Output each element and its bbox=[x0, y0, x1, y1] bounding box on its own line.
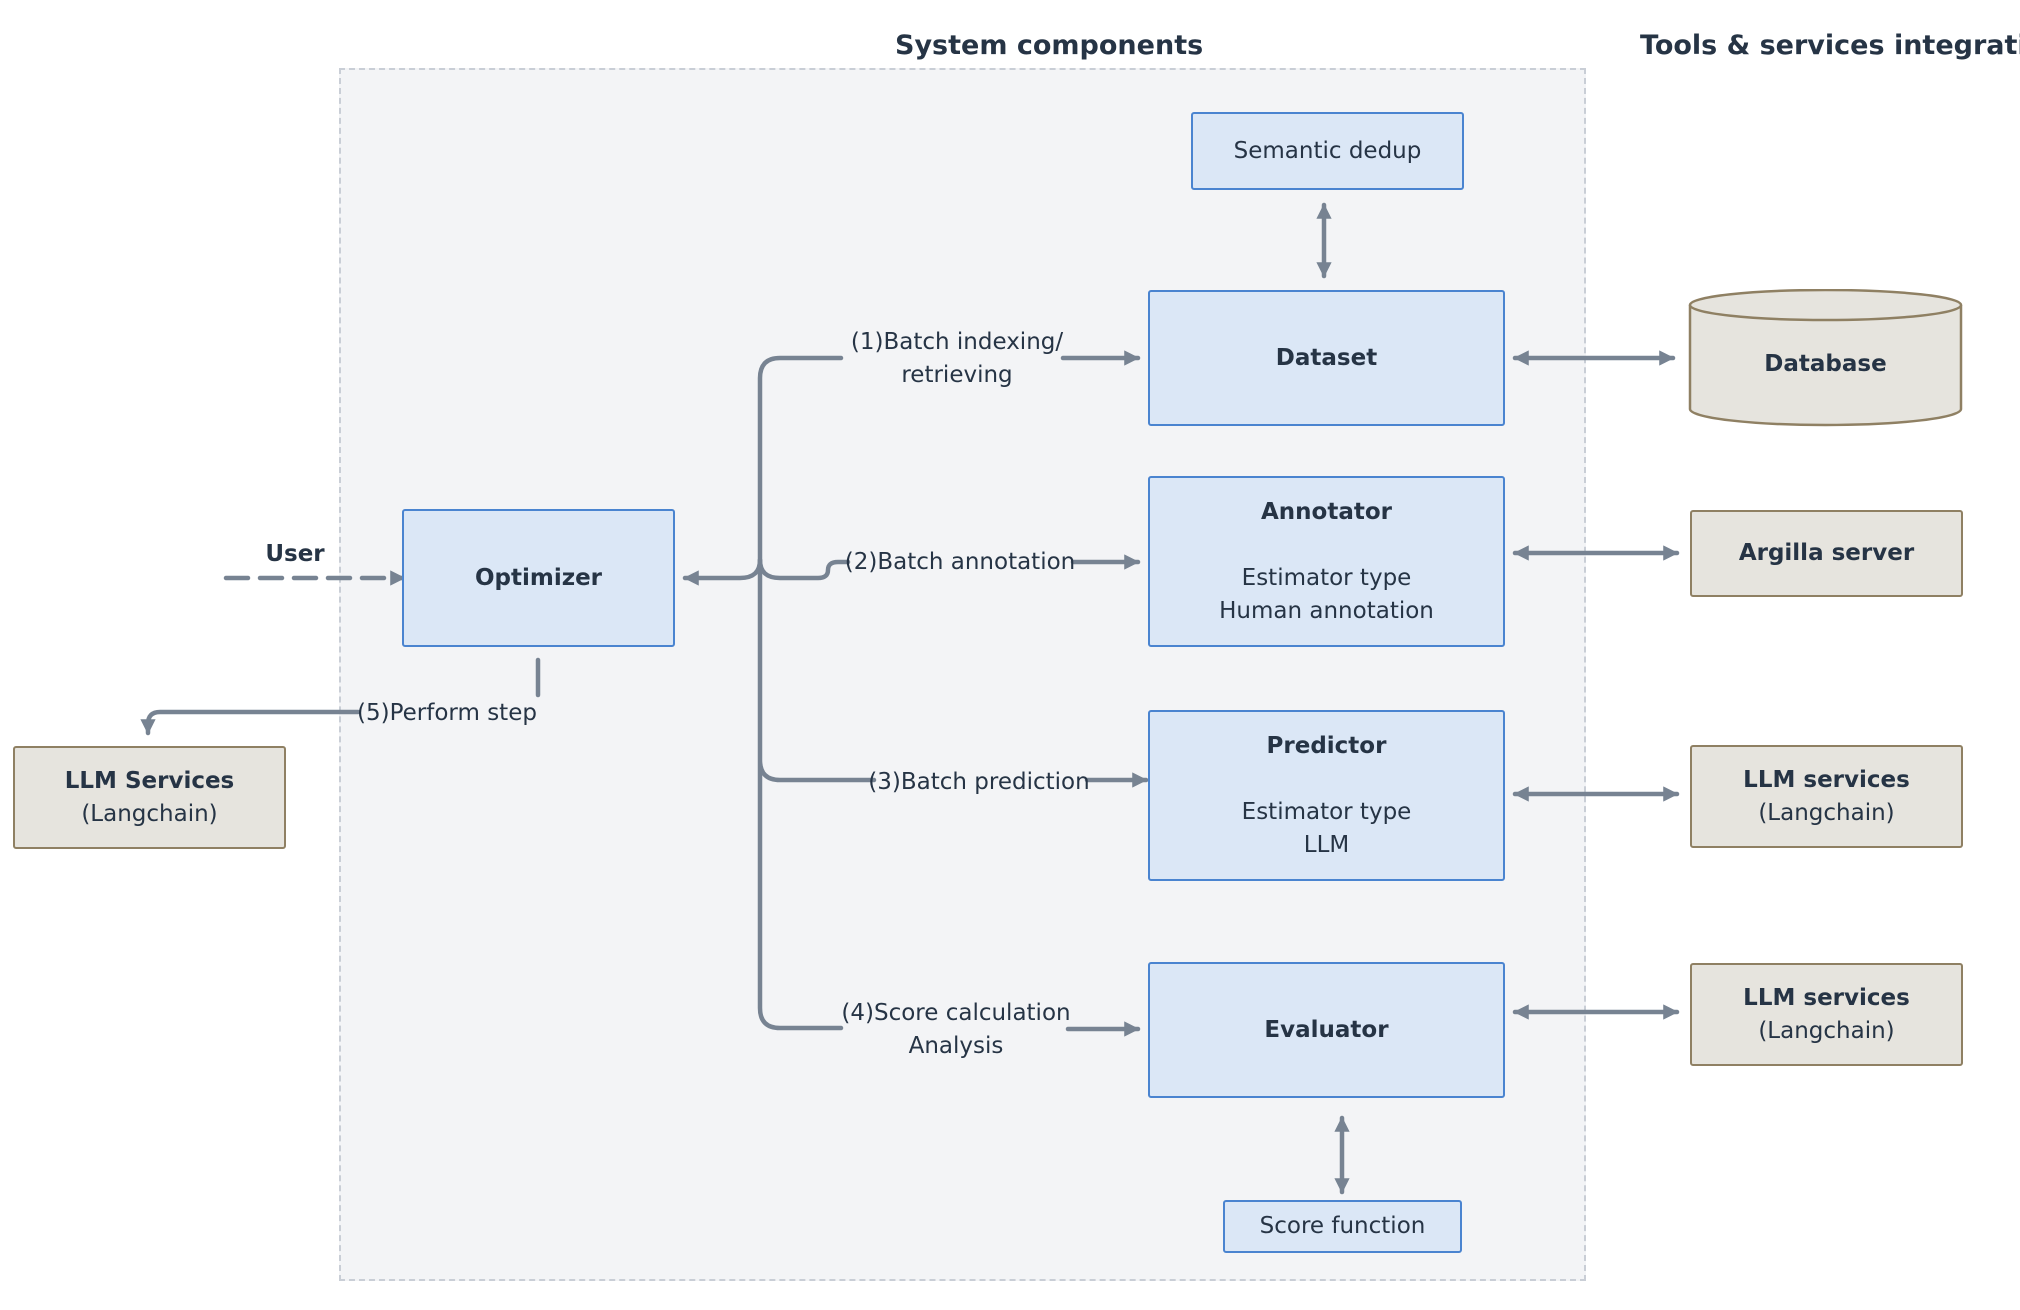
database-cylinder bbox=[1688, 289, 1963, 427]
semantic-dedup-box: Semantic dedup bbox=[1191, 112, 1464, 190]
step4-label-line2: Analysis bbox=[908, 1033, 1004, 1059]
annotator-title: Annotator bbox=[1260, 498, 1392, 525]
user-label: User bbox=[265, 541, 325, 567]
argilla-server-box: Argilla server bbox=[1690, 510, 1963, 597]
score-function-box: Score function bbox=[1223, 1200, 1462, 1253]
llm-services-optimizer-sub: (Langchain) bbox=[81, 800, 218, 827]
annotator-estimator-value: Human annotation bbox=[1219, 597, 1434, 624]
llm-services-optimizer-title: LLM Services bbox=[64, 767, 235, 794]
return-to-optimizer-arrow bbox=[682, 557, 763, 586]
annotator-box: Annotator Estimator type Human annotatio… bbox=[1148, 476, 1505, 647]
predictor-estimator-value: LLM bbox=[1303, 831, 1350, 858]
llm-services-optimizer-box: LLM Services (Langchain) bbox=[13, 746, 286, 849]
llm-services-evaluator-title: LLM services bbox=[1743, 984, 1910, 1011]
step4-label-line1: (4)Score calculation bbox=[841, 1000, 1071, 1026]
evaluator-label: Evaluator bbox=[1264, 1016, 1389, 1043]
step2-label: (2)Batch annotation bbox=[844, 549, 1076, 575]
step5-label: (5)Perform step bbox=[357, 700, 537, 726]
llm-services-evaluator-sub: (Langchain) bbox=[1758, 1017, 1895, 1044]
llm-services-predictor-sub: (Langchain) bbox=[1758, 799, 1895, 826]
system-components-heading: System components bbox=[895, 30, 1204, 61]
tools-integration-heading: Tools & services integration bbox=[1640, 30, 2020, 61]
optimizer-label: Optimizer bbox=[474, 564, 603, 591]
optimizer-bus bbox=[757, 355, 877, 1031]
llm-services-predictor-title: LLM services bbox=[1743, 766, 1910, 793]
predictor-estimator-type: Estimator type bbox=[1241, 798, 1412, 825]
dataset-box: Dataset bbox=[1148, 290, 1505, 426]
dataset-label: Dataset bbox=[1275, 344, 1378, 371]
step3-label: (3)Batch prediction bbox=[868, 769, 1090, 795]
perform-step-arrow bbox=[140, 709, 361, 736]
step1-label-line2: retrieving bbox=[901, 362, 1013, 388]
llm-services-predictor-box: LLM services (Langchain) bbox=[1690, 745, 1963, 848]
database-label: Database bbox=[1764, 351, 1887, 377]
predictor-box: Predictor Estimator type LLM bbox=[1148, 710, 1505, 881]
annotation-branch bbox=[757, 557, 851, 581]
semantic-dedup-label: Semantic dedup bbox=[1233, 137, 1422, 164]
step1-label-line1: (1)Batch indexing/ bbox=[850, 329, 1064, 355]
llm-services-evaluator-box: LLM services (Langchain) bbox=[1690, 963, 1963, 1066]
evaluator-box: Evaluator bbox=[1148, 962, 1505, 1098]
predictor-title: Predictor bbox=[1266, 732, 1387, 759]
argilla-server-label: Argilla server bbox=[1738, 540, 1915, 566]
score-function-label: Score function bbox=[1259, 1213, 1426, 1239]
optimizer-box: Optimizer bbox=[402, 509, 675, 647]
annotator-estimator-type: Estimator type bbox=[1241, 564, 1412, 591]
